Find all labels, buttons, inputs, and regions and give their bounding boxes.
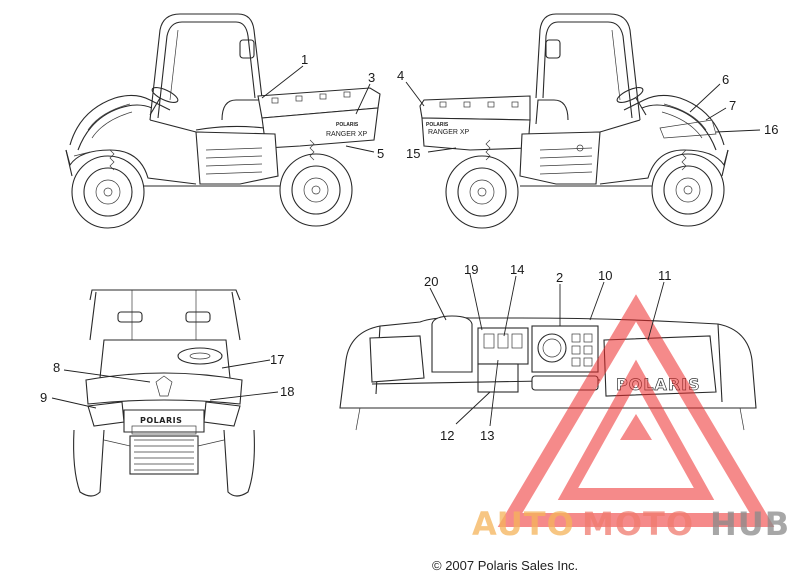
callout-20: 20 — [424, 274, 438, 289]
vehicle-front-view: POLARIS — [73, 289, 255, 497]
callout-12: 12 — [440, 428, 454, 443]
callout-3: 3 — [368, 70, 375, 85]
right-view-rear-wheel — [445, 155, 519, 229]
callout-16: 16 — [764, 122, 778, 137]
callout-15: 15 — [406, 146, 420, 161]
brand-small-decal-left: POLARIS — [336, 122, 359, 128]
vehicle-left-side-view: POLARIS RANGER XP — [65, 13, 381, 229]
callout-8: 8 — [53, 360, 60, 375]
front-brand-decal: POLARIS — [140, 416, 182, 425]
callout-1: 1 — [301, 52, 308, 67]
left-view-rear-wheel — [279, 153, 353, 227]
brand-small-decal-right: POLARIS — [426, 122, 449, 128]
callout-14: 14 — [510, 262, 524, 277]
callout-11: 11 — [658, 268, 672, 283]
leader-lines — [51, 65, 761, 427]
watermark-moto: MOTO — [582, 505, 694, 543]
callout-18: 18 — [280, 384, 294, 399]
callout-5: 5 — [377, 146, 384, 161]
callout-10: 10 — [598, 268, 612, 283]
automotohub-logo-text: AUTO MOTO HUB — [472, 505, 790, 543]
callout-2: 2 — [556, 270, 563, 285]
callout-4: 4 — [397, 68, 404, 83]
vehicle-right-side-view: POLARIS RANGER XP — [419, 13, 729, 229]
copyright-notice: © 2007 Polaris Sales Inc. — [432, 558, 579, 573]
automotohub-watermark — [497, 294, 775, 527]
model-decal-left: RANGER XP — [326, 131, 368, 138]
right-view-front-wheel — [651, 153, 725, 227]
model-decal-right: RANGER XP — [428, 129, 470, 136]
left-view-front-wheel — [71, 155, 145, 229]
callout-7: 7 — [729, 98, 736, 113]
callout-19: 19 — [464, 262, 478, 277]
callout-13: 13 — [480, 428, 494, 443]
callout-6: 6 — [722, 72, 729, 87]
watermark-hub: HUB — [710, 505, 790, 543]
watermark-auto: AUTO — [472, 505, 575, 543]
callout-9: 9 — [40, 390, 47, 405]
callout-17: 17 — [270, 352, 284, 367]
callout-numbers: 1 2 3 4 5 6 7 8 9 10 11 12 13 14 15 16 1… — [40, 52, 778, 443]
